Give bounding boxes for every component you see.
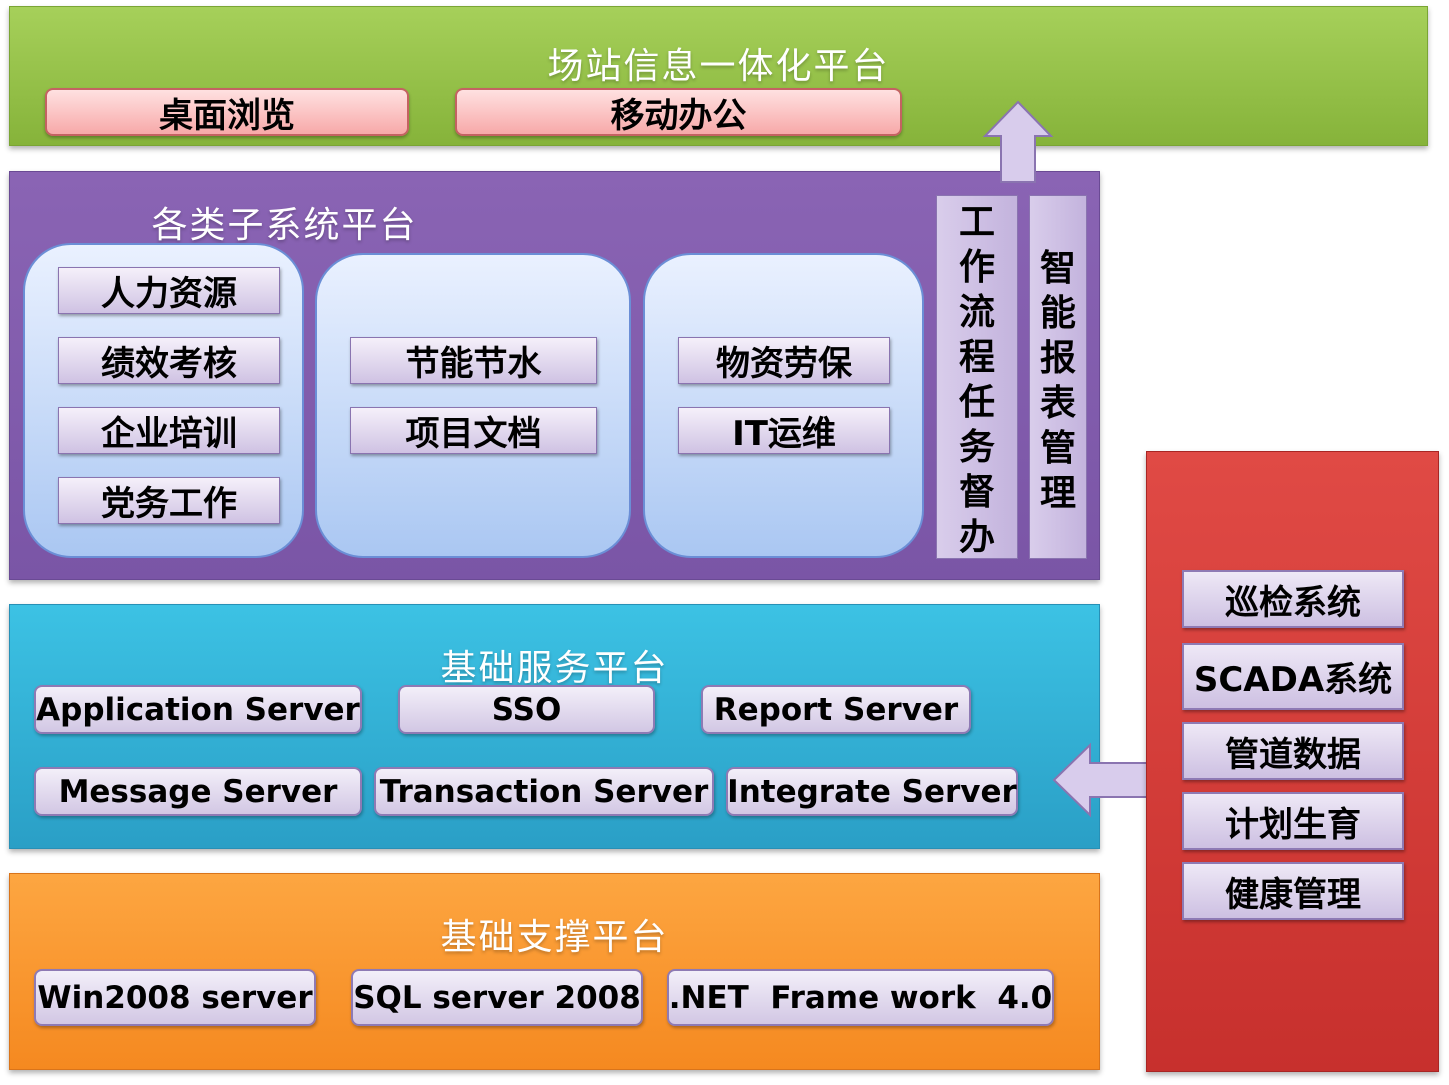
subsystem-item: 物资劳保 (678, 337, 890, 384)
desktop-browse-box: 桌面浏览 (45, 88, 409, 136)
service-box: Transaction Server (374, 767, 714, 816)
service-box: Message Server (34, 767, 362, 816)
subsystem-item: 企业培训 (58, 407, 280, 454)
subsystem-layer: 各类子系统平台 人力资源 绩效考核 企业培训 党务工作 节能节水 项目文档 物资… (9, 171, 1100, 580)
subsystem-item: 节能节水 (350, 337, 597, 384)
top-integration-layer: 场站信息一体化平台 桌面浏览 移动办公 (9, 6, 1428, 146)
left-arrow-icon (1052, 742, 1148, 818)
support-box: SQL server 2008 (351, 969, 643, 1026)
external-system-box: 管道数据 (1182, 722, 1404, 780)
smart-report-column: 智能报表管理 (1029, 195, 1087, 559)
external-systems-panel: 巡检系统 SCADA系统 管道数据 计划生育 健康管理 (1146, 451, 1439, 1072)
support-box: Win2008 server (34, 969, 316, 1026)
external-system-box: 计划生育 (1182, 792, 1404, 850)
subsystem-item: 党务工作 (58, 477, 280, 524)
up-arrow-icon (982, 100, 1054, 183)
workflow-supervision-column: 工作流程任务督办 (936, 195, 1018, 559)
service-box: Application Server (34, 685, 362, 734)
service-box: Integrate Server (726, 767, 1018, 816)
external-system-box: 健康管理 (1182, 862, 1404, 920)
service-box: SSO (398, 685, 655, 734)
external-system-box: 巡检系统 (1182, 570, 1404, 628)
base-service-layer: 基础服务平台 Application Server SSO Report Ser… (9, 604, 1100, 849)
external-system-box: SCADA系统 (1182, 643, 1404, 710)
subsystem-item: IT运维 (678, 407, 890, 454)
subsystem-item: 人力资源 (58, 267, 280, 314)
subsystem-group-materials: 物资劳保 IT运维 (643, 253, 924, 558)
top-layer-title: 场站信息一体化平台 (547, 46, 890, 87)
base-support-layer-title: 基础支撑平台 (440, 917, 669, 958)
support-box: .NET Frame work 4.0 (667, 969, 1054, 1026)
mobile-office-box: 移动办公 (455, 88, 902, 136)
base-service-layer-title: 基础服务平台 (440, 648, 669, 689)
subsystem-item: 绩效考核 (58, 337, 280, 384)
service-box: Report Server (701, 685, 971, 734)
subsystem-layer-title: 各类子系统平台 (151, 205, 418, 246)
subsystem-group-energy: 节能节水 项目文档 (315, 253, 631, 558)
subsystem-item: 项目文档 (350, 407, 597, 454)
subsystem-group-hr: 人力资源 绩效考核 企业培训 党务工作 (23, 243, 304, 558)
base-support-layer: 基础支撑平台 Win2008 server SQL server 2008 .N… (9, 873, 1100, 1070)
